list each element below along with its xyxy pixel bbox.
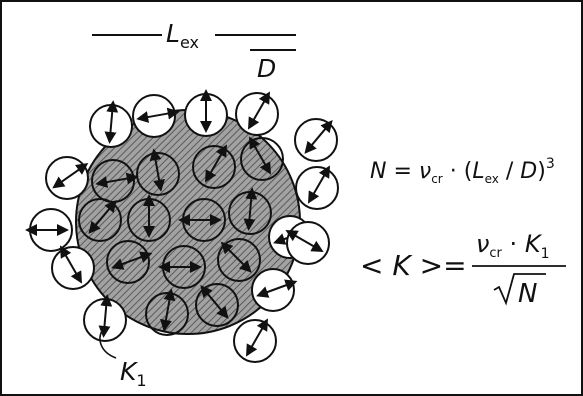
easy-axis-arrow (95, 172, 139, 188)
formula2-lhs-open: < (360, 249, 383, 282)
formula2-num-nu-subscript: cr (489, 246, 502, 261)
formula1-open-paren: ( (464, 159, 473, 184)
formula2-num-K-subscript: 1 (541, 246, 550, 262)
grain (89, 100, 133, 148)
formula2-den-N: N (518, 279, 537, 309)
grain (295, 165, 339, 210)
grain (45, 156, 89, 200)
easy-axis-arrow (249, 136, 271, 175)
diameter-scale: D (250, 49, 296, 83)
easy-axis-arrow (52, 163, 89, 189)
grain (25, 208, 73, 252)
formula1-slash: / (506, 159, 514, 184)
easy-axis-arrow (243, 187, 258, 231)
grain (228, 187, 272, 235)
grain (195, 283, 239, 327)
grain (136, 148, 180, 196)
grain (106, 240, 153, 284)
grain (285, 221, 330, 265)
formula2-num-nu: ν (476, 230, 489, 258)
easy-axis-arrow (60, 245, 82, 284)
exchange-length-symbol: L (166, 19, 180, 48)
easy-axis-arrow (111, 251, 153, 270)
easy-axis-arrow (205, 144, 227, 183)
grain (192, 144, 236, 189)
easy-axis-arrow (88, 200, 117, 234)
exchange-length-subscript: ex (180, 33, 199, 52)
formula2-equals: = (443, 249, 466, 282)
averaged-anisotropy-formula: < K >= νcr · K1 N (360, 230, 566, 309)
grain-circle (78, 198, 122, 242)
grain (127, 194, 171, 242)
easy-axis-arrow (200, 285, 229, 319)
easy-axis-arrow (160, 288, 176, 332)
formula2-num-dot: · (510, 230, 518, 258)
formula2-lhs-K: K (392, 249, 413, 282)
grain (51, 245, 95, 290)
formula2-lhs-close: > (420, 249, 443, 282)
formula1-L: L (472, 159, 484, 184)
grain (178, 198, 226, 242)
grain (217, 238, 261, 282)
grain (83, 294, 127, 342)
grain (145, 288, 189, 336)
grain-anisotropy-subscript: 1 (136, 371, 146, 390)
easy-axis-arrow (220, 241, 252, 273)
grain (132, 94, 180, 138)
easy-axis-arrow (256, 279, 298, 298)
easy-axis-arrow (248, 91, 270, 130)
grain (240, 136, 284, 181)
easy-axis-arrow (104, 100, 119, 144)
formula1-nu: ν (419, 159, 431, 184)
formula1-nu-subscript: cr (431, 172, 443, 186)
grain (233, 318, 277, 363)
grain-count-formula-text: N = νcr · (Lex / D)3 (370, 156, 555, 189)
formula1-D: D (520, 159, 537, 184)
grain (294, 118, 338, 162)
grain-leader-line (99, 327, 117, 359)
grain-circle (195, 283, 239, 327)
formula1-exponent: 3 (546, 156, 555, 172)
grain-count-formula: N = νcr · (Lex / D)3 (370, 156, 555, 189)
grain-circle (217, 238, 261, 282)
formula1-close-paren: ) (537, 159, 546, 184)
easy-axis-arrow (136, 107, 180, 123)
formula1-dot: · (450, 159, 457, 184)
easy-axis-arrow (285, 230, 324, 252)
grain-anisotropy-symbol: K (120, 357, 139, 386)
formula1-L-subscript: ex (485, 172, 499, 186)
grain-group (25, 89, 339, 363)
grain (78, 198, 122, 242)
easy-axis-arrow (149, 148, 165, 192)
diameter-label: D (257, 54, 276, 83)
formula2-numerator: νcr · K1 (476, 230, 550, 263)
grain-anisotropy-label: K1 (120, 357, 147, 390)
formula2-sqrt-sign (493, 273, 546, 306)
formula1-lhs: N (370, 159, 386, 184)
easy-axis-arrow (308, 165, 330, 204)
formula2-num-K: K (525, 230, 543, 258)
exchange-length-scale: Lex (92, 19, 296, 52)
formula1-equals: = (393, 159, 411, 184)
grain (251, 268, 298, 312)
grain (158, 245, 206, 289)
grain-anisotropy-callout: K1 (99, 327, 147, 390)
easy-axis-arrow (246, 318, 268, 357)
exchange-length-label: Lex (166, 19, 199, 52)
formula2-lhs-text: < K >= (360, 249, 467, 282)
grain (184, 89, 228, 137)
easy-axis-arrow (98, 294, 113, 338)
easy-axis-arrow (304, 120, 333, 154)
grain (235, 91, 279, 136)
